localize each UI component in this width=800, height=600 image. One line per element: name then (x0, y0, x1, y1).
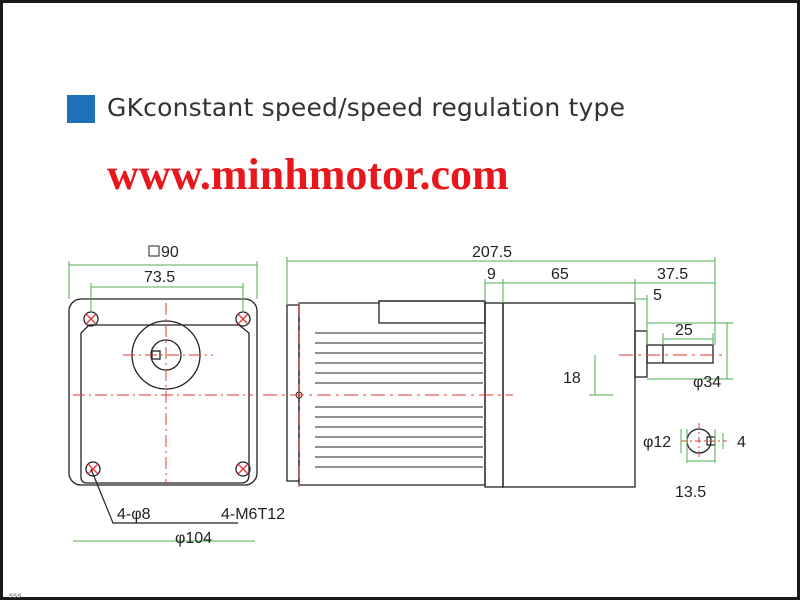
dim-bolt-spacing: 73.5 (144, 269, 175, 286)
dim-gearbox-offset: 9 (487, 266, 496, 283)
terminal-box (378, 300, 486, 324)
page-title: GKconstant speed/speed regulation type (107, 93, 626, 122)
gearbox-boss (634, 330, 648, 378)
front-inner-outline (80, 324, 250, 484)
mount-hole-top-right (235, 311, 251, 327)
callout-thread-holes: 4-M6T12 (221, 506, 285, 523)
front-centerlines (73, 303, 253, 483)
dim-key-length: 25 (675, 322, 693, 339)
callout-pitch-circle: φ104 (175, 530, 212, 547)
motor-fins (315, 332, 483, 468)
mount-hole-top-left (83, 311, 99, 327)
mount-hole-bottom-right (235, 461, 251, 477)
front-flange-outline (68, 298, 258, 486)
dim-shaft-diameter: φ12 (643, 434, 671, 451)
website-watermark: www.minhmotor.com (107, 150, 509, 199)
title-marker-square (67, 95, 95, 123)
callout-mount-holes: 4-φ8 (117, 506, 151, 523)
dim-key-width: 4 (737, 434, 746, 451)
side-dimensions (286, 257, 733, 396)
dim-shaft-length: 37.5 (657, 266, 688, 283)
square-symbol (148, 245, 160, 257)
shaft-section: φ12 4 13.5 (643, 423, 746, 501)
dim-shaft-step: 5 (653, 287, 662, 304)
corner-mark: sss (9, 591, 22, 600)
front-dimensions (68, 261, 258, 542)
hole-leader-line (90, 468, 238, 524)
technical-drawing: 90 73.5 4-φ8 4-M6T12 φ104 (68, 244, 746, 547)
side-view (286, 300, 714, 488)
dim-boss-diameter: φ34 (693, 374, 721, 391)
side-centerlines (263, 303, 727, 489)
dim-shaft-center-offset: 18 (563, 370, 581, 387)
front-view (68, 298, 258, 486)
mount-hole-bottom-left (85, 461, 101, 477)
dim-square-size: 90 (161, 244, 179, 261)
gearbox-body (502, 302, 636, 488)
dim-overall-length: 207.5 (472, 244, 512, 261)
dim-gearbox-length: 65 (551, 266, 569, 283)
dim-key-height: 13.5 (675, 484, 706, 501)
output-shaft-side (646, 344, 714, 364)
